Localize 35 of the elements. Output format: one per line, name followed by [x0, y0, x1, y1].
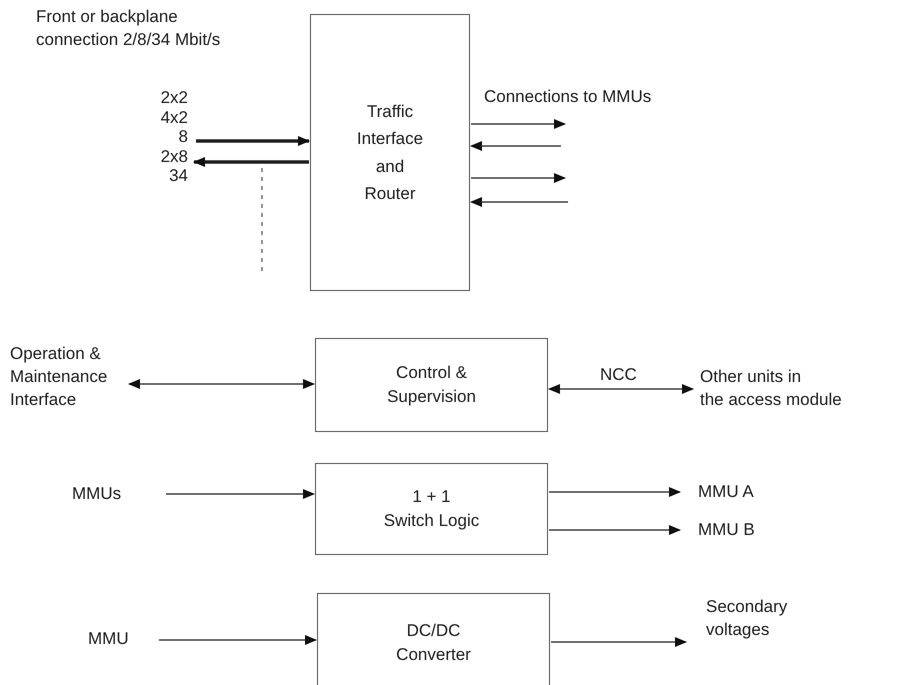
- rate-label: 2x8: [160, 146, 188, 166]
- arrow: [470, 141, 561, 151]
- arrow: [549, 525, 681, 535]
- process-box: [310, 14, 470, 291]
- process-box: [315, 338, 548, 432]
- rate-label: 4x2: [160, 108, 188, 127]
- arrow: [193, 157, 309, 167]
- rate-label: 8: [178, 127, 188, 146]
- box-label: Control & Supervision: [387, 362, 476, 408]
- arrow: [128, 379, 315, 389]
- text-label: Connections to MMUs: [484, 86, 652, 108]
- text-label: Other units in the access module: [700, 366, 842, 412]
- text-label: Front or backplane connection 2/8/34 Mbit/s: [36, 6, 220, 51]
- box-label: 1 + 1 Switch Logic: [384, 486, 480, 532]
- process-box: [317, 593, 550, 685]
- arrow: [166, 489, 315, 499]
- process-box: [315, 463, 548, 555]
- box-label: Traffic Interface and Router: [356, 101, 424, 205]
- rate-label: 34: [168, 166, 188, 186]
- arrow: [549, 487, 681, 497]
- arrow: [551, 637, 687, 647]
- box-label: DC/DC Converter: [396, 620, 471, 666]
- text-label: MMUs: [72, 483, 122, 506]
- arrow: [196, 136, 310, 146]
- arrow: [471, 119, 566, 129]
- text-label: MMU: [88, 628, 129, 651]
- arrow: [471, 173, 566, 183]
- arrow: [159, 635, 317, 645]
- text-label: MMU B: [698, 519, 755, 542]
- text-label: Secondary voltages: [706, 596, 788, 642]
- text-label: Operation & Maintenance Interface: [10, 343, 108, 412]
- arrow: [470, 197, 568, 207]
- arrow: [548, 384, 694, 394]
- text-label: MMU A: [698, 481, 754, 504]
- rate-label: 2x2: [160, 88, 188, 108]
